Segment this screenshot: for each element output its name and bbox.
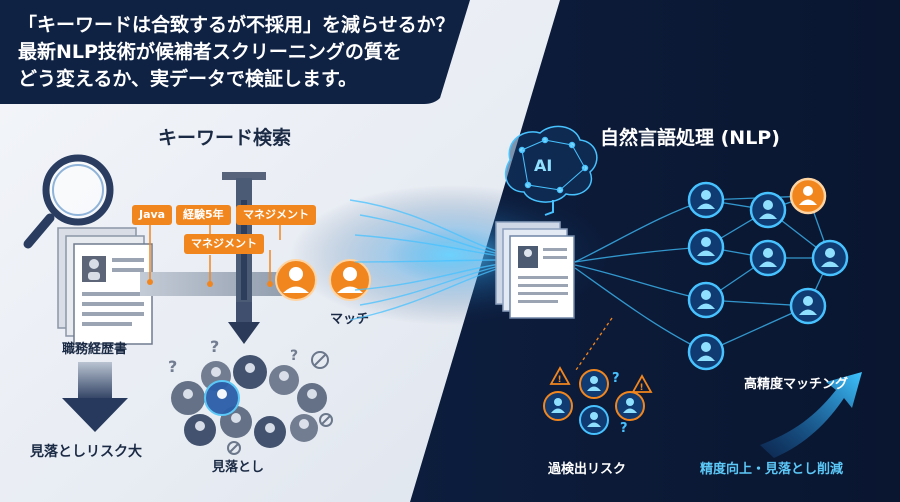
missed-label: 見落とし xyxy=(212,460,265,475)
svg-text:?: ? xyxy=(620,421,628,436)
resume-stack-icon xyxy=(57,227,153,345)
keyword-tag-management-2: マネジメント xyxy=(184,234,264,254)
svg-text:?: ? xyxy=(210,337,219,356)
improvement-label: 精度向上・見落とし削減 xyxy=(700,462,844,477)
nlp-title: 自然言語処理 (NLP) xyxy=(600,127,780,149)
svg-text:?: ? xyxy=(612,371,620,386)
over-detection-label: 過検出リスク xyxy=(548,462,627,477)
candidate-network xyxy=(687,177,849,371)
high-precision-label: 高精度マッチング xyxy=(744,377,849,392)
keyword-tag-java: Java xyxy=(132,205,173,225)
svg-text:?: ? xyxy=(290,348,298,364)
match-label: マッチ xyxy=(330,312,370,327)
nlp-resume-icon xyxy=(495,221,575,319)
magnifier-icon xyxy=(23,154,114,249)
resume-label: 職務経歴書 xyxy=(62,342,128,357)
match-avatar-icon xyxy=(275,259,317,301)
ai-label: AI xyxy=(534,156,553,175)
keyword-tag-management: マネジメント xyxy=(236,205,316,225)
svg-text:!: ! xyxy=(640,383,644,393)
ai-brain-icon xyxy=(504,125,598,216)
missed-risk-label: 見落としリスク大 xyxy=(30,444,142,460)
missed-candidates-cluster: ? ? ? xyxy=(168,337,333,455)
down-arrow-icon xyxy=(62,362,128,432)
header-line-2: 最新NLP技術が候補者スクリーニングの質を xyxy=(18,41,402,63)
svg-text:!: ! xyxy=(558,375,562,385)
svg-text:?: ? xyxy=(168,357,177,376)
over-detection-cluster: ! ! ? ? xyxy=(543,317,653,436)
keyword-tag-experience: 経験5年 xyxy=(176,205,231,225)
header-line-3: どう変えるか、実データで検証します。 xyxy=(18,68,358,90)
up-arrow-icon xyxy=(760,372,862,458)
header-line-1: 「キーワードは合致するが不採用」を減らせるか？ xyxy=(18,14,455,36)
header-title: 「キーワードは合致するが不採用」を減らせるか？ 最新NLP技術が候補者スクリーニ… xyxy=(18,12,455,93)
keyword-search-title: キーワード検索 xyxy=(158,127,292,149)
